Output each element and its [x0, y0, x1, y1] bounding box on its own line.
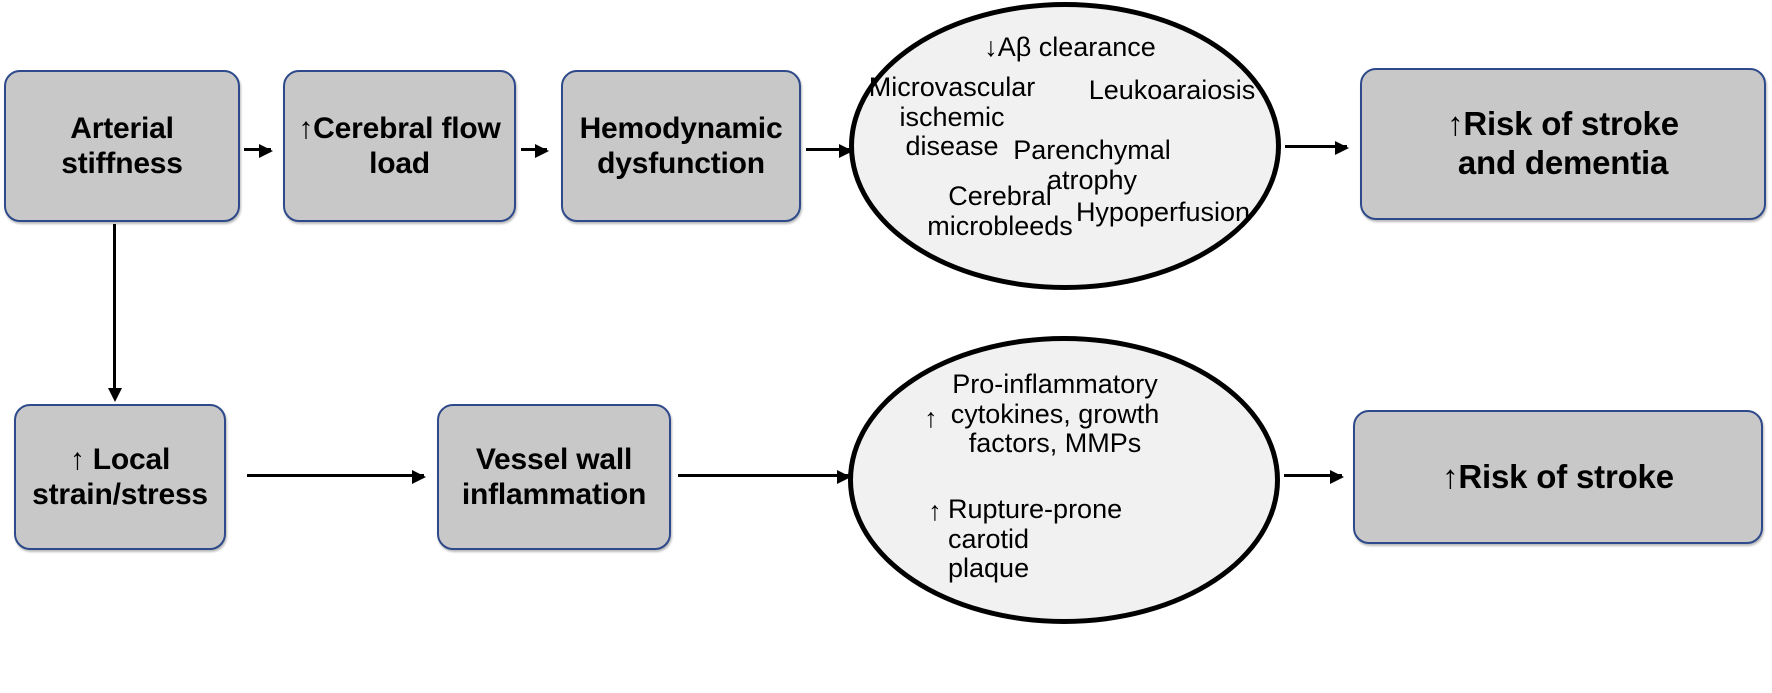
- top-ellipse-item-microvascular: Microvascular ischemic disease: [868, 72, 1036, 162]
- node-local-strain-stress: ↑ Local strain/stress: [14, 404, 226, 550]
- node-label: Hemodynamic dysfunction: [579, 111, 783, 180]
- bottom-ellipse-item-plaque: Rupture-prone carotid plaque: [948, 494, 1123, 584]
- node-label: ↑Risk of stroke: [1442, 457, 1674, 495]
- bottom-ellipse: [848, 336, 1280, 624]
- node-label: ↑Risk of stroke and dementia: [1447, 105, 1679, 181]
- arrow-local-strain-to-vessel: [247, 470, 426, 484]
- arrow-arterial-to-local-strain: [108, 224, 122, 402]
- arrow-flow-to-hemodynamic: [521, 144, 549, 158]
- top-ellipse-item-leukoaraiosis: Leukoaraiosis: [1088, 75, 1256, 105]
- node-risk-stroke: ↑Risk of stroke: [1353, 410, 1763, 544]
- arrow-arterial-to-flow: [244, 144, 273, 158]
- arrow-vessel-to-bottom-ellipse: [678, 470, 851, 484]
- bottom-ellipse-arrow-cytokines: ↑: [924, 403, 938, 433]
- node-vessel-wall-inflammation: Vessel wall inflammation: [437, 404, 671, 550]
- top-ellipse: [849, 2, 1281, 290]
- bottom-ellipse-arrow-plaque: ↑: [928, 496, 942, 526]
- arrow-bottom-ellipse-to-risk: [1284, 470, 1344, 484]
- top-ellipse-item-hypoperfusion: Hypoperfusion: [1075, 197, 1251, 227]
- node-arterial-stiffness: Arterial stiffness: [4, 70, 240, 222]
- node-cerebral-flow-load: ↑Cerebral flow load: [283, 70, 516, 222]
- top-ellipse-item-ab-clearance: ↓Aβ clearance: [984, 32, 1156, 62]
- arrow-top-ellipse-to-risk: [1285, 141, 1349, 155]
- node-label: ↑Cerebral flow load: [298, 111, 501, 180]
- bottom-ellipse-item-cytokines: Pro-inflammatory cytokines, growth facto…: [950, 369, 1160, 459]
- node-label: Vessel wall inflammation: [461, 442, 647, 511]
- top-ellipse-item-cerebral-microbleeds: Cerebral microbleeds: [927, 181, 1073, 241]
- node-risk-stroke-dementia: ↑Risk of stroke and dementia: [1360, 68, 1766, 220]
- node-label: Arterial stiffness: [61, 111, 183, 180]
- node-hemodynamic-dysfunction: Hemodynamic dysfunction: [561, 70, 801, 222]
- node-label: ↑ Local strain/stress: [32, 442, 208, 511]
- arrow-hemodynamic-to-top-ellipse: [806, 144, 853, 158]
- top-ellipse-item-parenchymal-atrophy: Parenchymal atrophy: [1013, 135, 1171, 195]
